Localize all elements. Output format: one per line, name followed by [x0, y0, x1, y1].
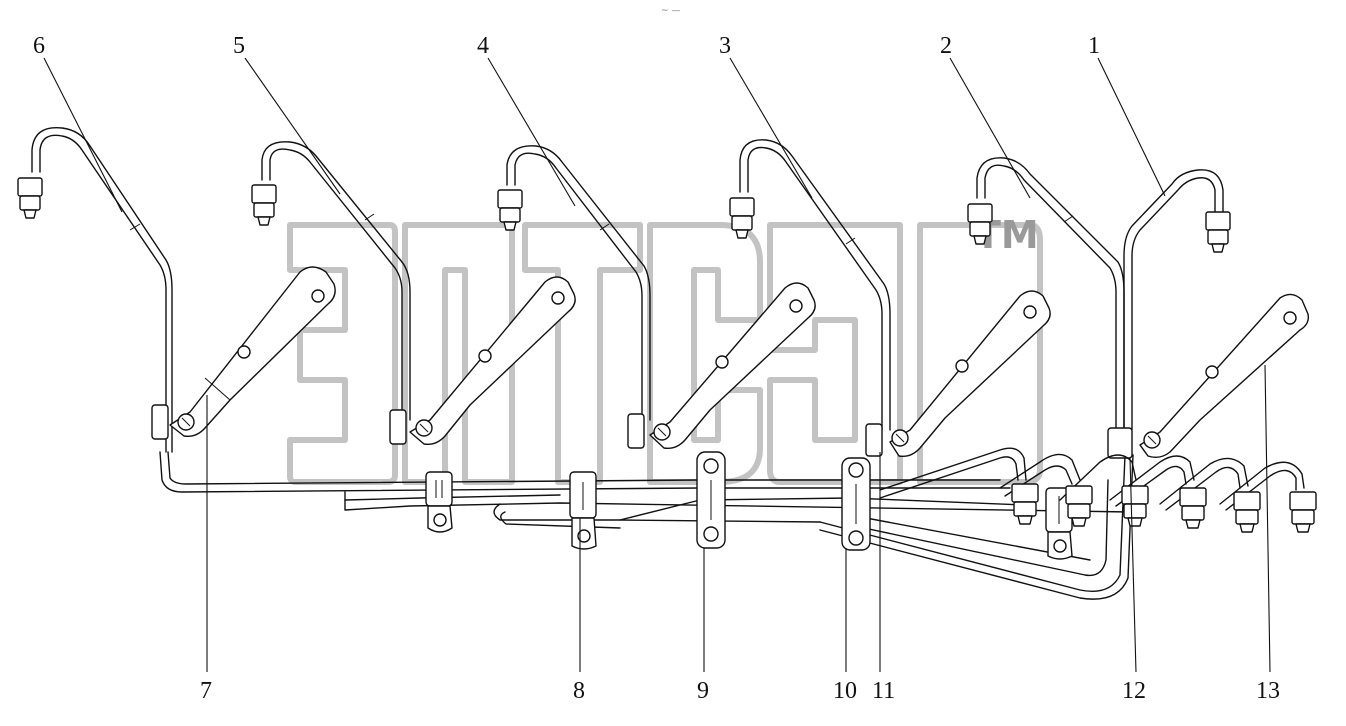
- brackets: [151, 266, 1310, 459]
- nut-5: [251, 184, 277, 226]
- clamps: [425, 451, 1073, 560]
- leader-13: [1264, 364, 1271, 673]
- callout-6: 6: [33, 33, 45, 59]
- leader-6: [43, 57, 123, 213]
- callout-5: 5: [233, 33, 245, 59]
- callout-13: 13: [1256, 678, 1280, 704]
- callout-11: 11: [872, 678, 895, 704]
- callout-7: 7: [200, 678, 212, 704]
- fuel-line-bundle: [159, 451, 1134, 600]
- leader-4: [487, 57, 576, 207]
- outlet-nut-2: [1065, 485, 1093, 527]
- callout-3: 3: [719, 33, 731, 59]
- callout-8: 8: [573, 678, 585, 704]
- bracket-b: [389, 276, 576, 446]
- nut-6: [17, 177, 43, 219]
- leader-5: [244, 57, 341, 195]
- callout-1: 1: [1088, 33, 1100, 59]
- clamp-a: [425, 471, 453, 533]
- bracket-13: [1107, 293, 1310, 459]
- nut-3: [729, 197, 755, 239]
- leader-1: [1097, 57, 1166, 197]
- top-nuts: [17, 177, 1231, 253]
- callout-10: 10: [833, 678, 857, 704]
- callout-12: 12: [1122, 678, 1146, 704]
- leader-12: [1129, 457, 1137, 673]
- callouts-top: 6 5 4 3 2 1: [33, 33, 1100, 59]
- outlet-pipes: [879, 447, 1317, 533]
- clamp-9: [696, 451, 726, 549]
- nut-1: [1205, 211, 1231, 253]
- leader-2: [949, 57, 1031, 199]
- leader-3: [729, 57, 813, 199]
- outlet-nut-5: [1233, 491, 1261, 533]
- bracket-d: [865, 290, 1051, 458]
- outlet-nut-6: [1289, 491, 1317, 533]
- outlet-nut-1: [1011, 483, 1039, 525]
- bracket-7: [151, 266, 336, 440]
- clamp-10: [841, 457, 871, 551]
- outlet-nut-4: [1179, 487, 1207, 529]
- callout-9: 9: [697, 678, 709, 704]
- pipe-4: [506, 145, 651, 421]
- nut-2: [967, 203, 993, 245]
- callout-4: 4: [477, 33, 489, 59]
- pipe-2: [976, 157, 1125, 431]
- pipe-6: [31, 126, 173, 453]
- clamp-12: [1045, 487, 1073, 560]
- outlet-nut-3: [1121, 485, 1149, 527]
- pipe-5: [261, 141, 411, 421]
- clamp-8: [569, 471, 597, 550]
- pipe-1: [1123, 169, 1224, 431]
- header-mark: ~ —: [661, 6, 680, 16]
- callout-2: 2: [940, 33, 952, 59]
- nut-4: [497, 189, 523, 231]
- bracket-c: [627, 282, 816, 450]
- callouts-bottom: 7 8 9 10 11 12 13: [200, 678, 1280, 704]
- leader-lines: [43, 57, 1271, 673]
